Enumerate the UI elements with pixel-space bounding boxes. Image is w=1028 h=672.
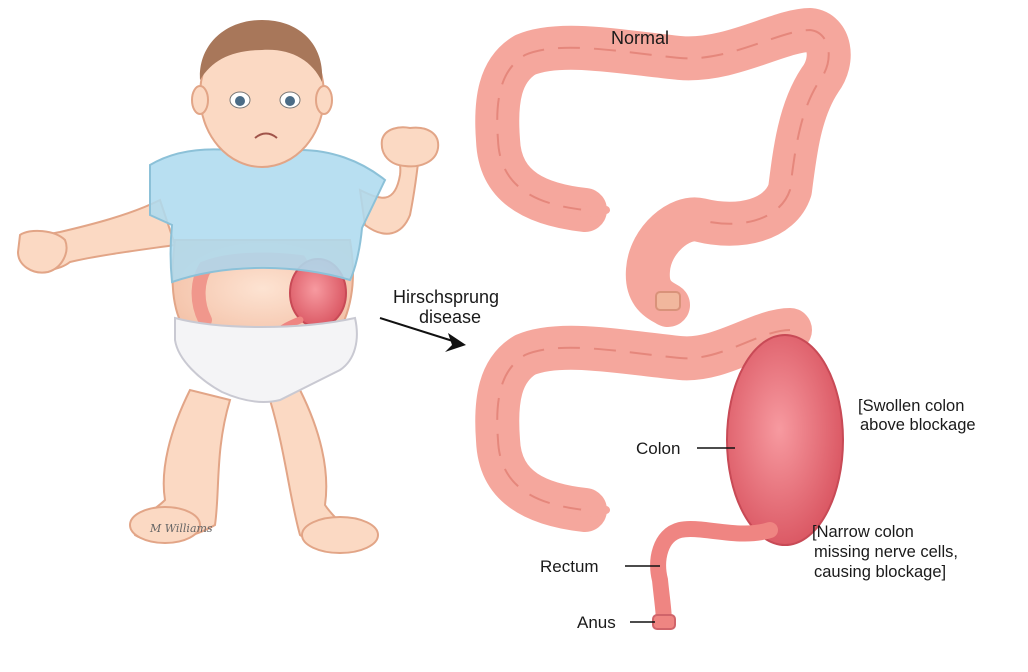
- arrow-head: [445, 333, 466, 352]
- baby-right-ear: [316, 86, 332, 114]
- disease-anus: [653, 615, 675, 629]
- baby-figure: [18, 20, 438, 553]
- swollen-note-line1: [Swollen colon: [858, 396, 964, 417]
- disease-appendix: [585, 510, 606, 513]
- narrow-note-line3: causing blockage]: [814, 562, 946, 583]
- narrow-note-line1: [Narrow colon: [812, 522, 914, 543]
- artist-signature: M Williams: [150, 522, 213, 535]
- baby-left-ear: [192, 86, 208, 114]
- baby-left-fist: [18, 231, 66, 273]
- disease-colon: [497, 330, 843, 629]
- disease-label-line2: disease: [419, 306, 481, 328]
- baby-shirt: [150, 149, 385, 282]
- rectum-label: Rectum: [540, 556, 599, 577]
- narrow-colon: [658, 529, 770, 622]
- baby-right-foot: [302, 517, 378, 553]
- anus-label: Anus: [577, 612, 616, 633]
- baby-right-fist: [382, 127, 438, 166]
- normal-label: Normal: [611, 27, 669, 49]
- baby-right-pupil: [285, 96, 295, 106]
- swollen-note-line2: above blockage: [860, 415, 976, 436]
- normal-anus: [656, 292, 680, 310]
- normal-colon-body: [497, 30, 828, 305]
- swollen-colon: [727, 335, 843, 545]
- colon-label: Colon: [636, 438, 680, 459]
- disease-label-line1: Hirschsprung: [393, 286, 499, 308]
- normal-appendix: [585, 210, 606, 213]
- baby-diaper: [175, 318, 357, 402]
- narrow-note-line2: missing nerve cells,: [814, 542, 958, 563]
- baby-left-pupil: [235, 96, 245, 106]
- normal-colon: [497, 30, 828, 310]
